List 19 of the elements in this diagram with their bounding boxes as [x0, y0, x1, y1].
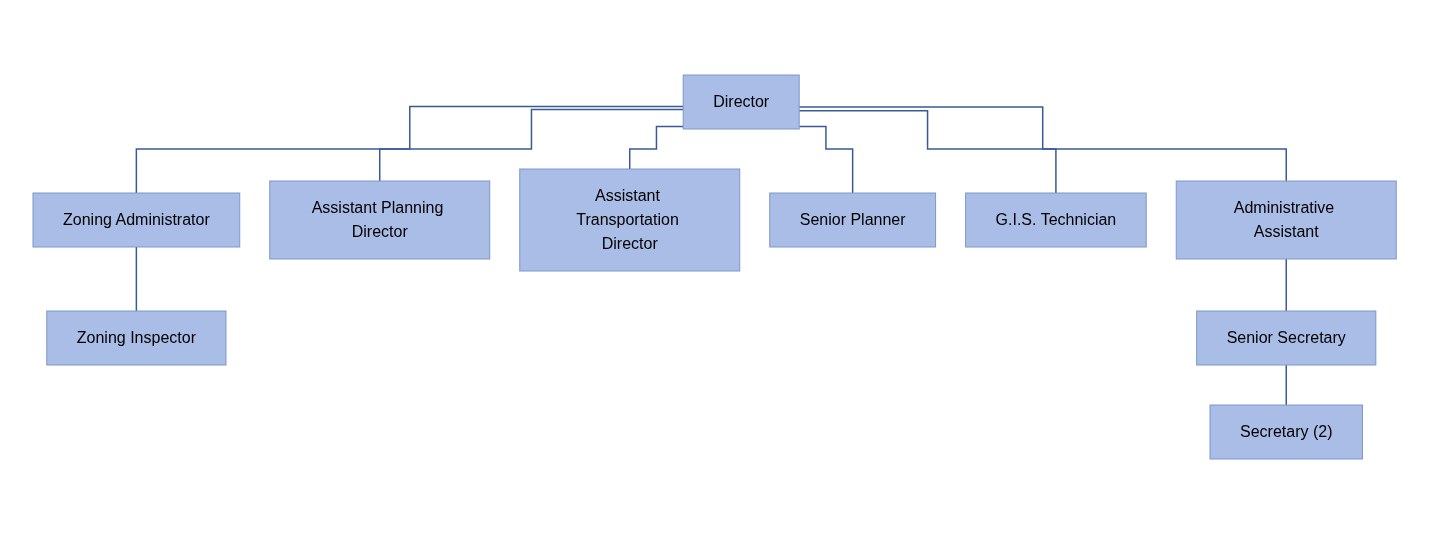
- connector: [1285, 363, 1288, 406]
- node-box: Assistant Planning Director: [269, 180, 491, 259]
- connector: [1285, 257, 1288, 312]
- connector: [136, 245, 138, 312]
- node-box: Assistant Transportation Director: [519, 168, 741, 271]
- node-box: Zoning Inspector: [46, 310, 227, 365]
- node-box: Administrative Assistant: [1176, 180, 1398, 259]
- node-box: Zoning Administrator: [32, 192, 241, 247]
- node-box: Senior Secretary: [1196, 310, 1377, 365]
- node-box: Senior Planner: [769, 192, 937, 247]
- node-box: G.I.S. Technician: [965, 192, 1148, 247]
- connector: [379, 108, 685, 182]
- node-box: Secretary (2): [1209, 404, 1364, 459]
- connector: [798, 109, 1058, 194]
- connector: [798, 105, 1288, 182]
- connector: [798, 125, 854, 194]
- connector: [136, 105, 685, 194]
- node-box: Director: [683, 74, 801, 129]
- connector: [629, 125, 685, 170]
